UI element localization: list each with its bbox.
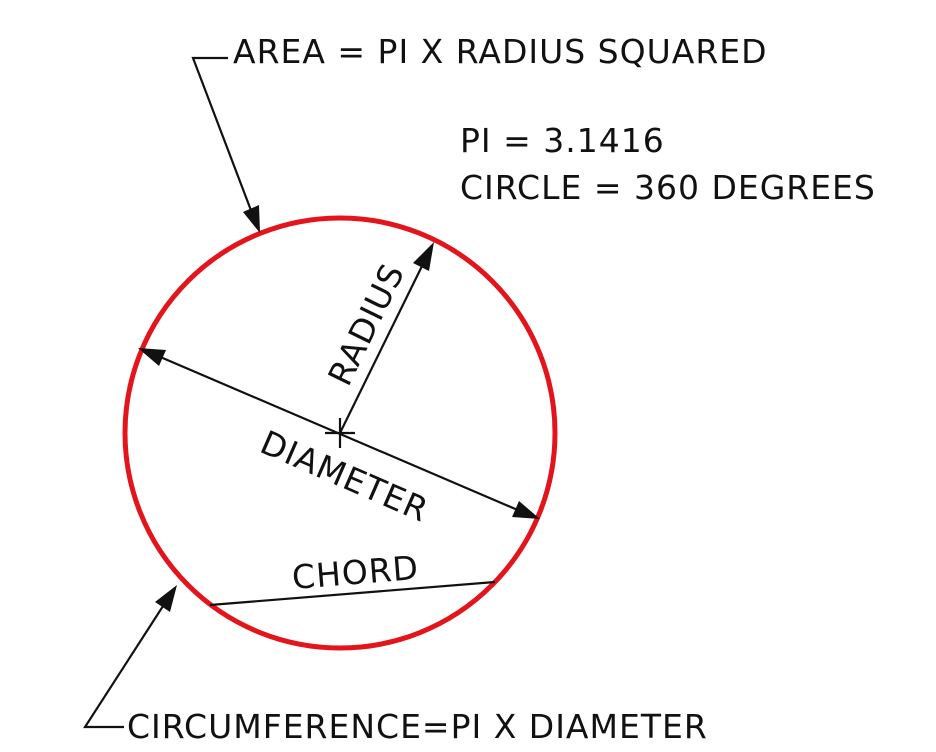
- chord-line: [209, 580, 496, 607]
- circumference-leader: [82, 585, 177, 729]
- diameter-dimension: [138, 348, 540, 519]
- circumference-formula-label: CIRCUMFERENCE=PI X DIAMETER: [127, 707, 708, 746]
- radius-dimension: [339, 242, 434, 434]
- pi-value-label: PI = 3.1416: [460, 121, 665, 160]
- area-formula-label: AREA = PI X RADIUS SQUARED: [233, 32, 768, 71]
- diameter-label: DIAMETER: [255, 423, 435, 530]
- radius-label: RADIUS: [320, 257, 412, 391]
- circle-outline: [122, 215, 558, 651]
- circle-degrees-label: CIRCLE = 360 DEGREES: [460, 168, 876, 207]
- area-leader: [191, 56, 260, 233]
